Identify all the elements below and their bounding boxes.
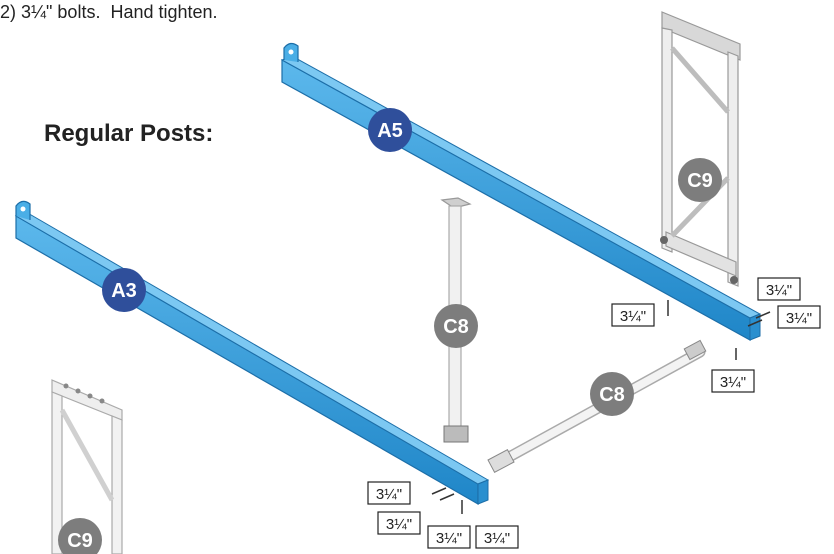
svg-text:3¼": 3¼": [786, 310, 812, 327]
bolt-callout-4: 3¼": [711, 369, 755, 393]
svg-text:A5: A5: [377, 120, 403, 142]
badge-a3: A3: [102, 268, 146, 312]
badge-c8-diagonal: C8: [590, 372, 634, 416]
svg-text:A3: A3: [111, 280, 137, 302]
bolt-hardware: [431, 300, 771, 514]
instruction-text: 2) 3¼" bolts. Hand tighten.: [0, 2, 218, 22]
c9-frame-top: [660, 11, 741, 287]
svg-text:C8: C8: [599, 384, 625, 406]
svg-text:C8: C8: [443, 316, 469, 338]
bolt-callout-5: 3¼": [367, 481, 411, 505]
badge-c9-bottom: C9: [58, 518, 102, 554]
section-heading: Regular Posts:: [44, 120, 214, 147]
svg-text:3¼": 3¼": [386, 516, 412, 533]
svg-text:3¼": 3¼": [436, 530, 462, 547]
c9-frame-bottom: [51, 379, 123, 554]
bolt-callout-2: 3¼": [611, 303, 655, 327]
svg-text:3¼": 3¼": [376, 486, 402, 503]
svg-text:C9: C9: [687, 170, 713, 192]
bolt-callout-3: 3¼": [777, 305, 821, 329]
svg-text:3¼": 3¼": [620, 308, 646, 325]
badge-c9-top: C9: [678, 158, 722, 202]
svg-text:3¼": 3¼": [766, 282, 792, 299]
bolt-callout-7: 3¼": [427, 525, 471, 549]
svg-text:C9: C9: [67, 530, 93, 552]
bolt-callout-8: 3¼": [475, 525, 519, 549]
bolt-callout-6: 3¼": [377, 511, 421, 535]
badge-c8-vertical: C8: [434, 304, 478, 348]
bolt-callout-1: 3¼": [757, 277, 801, 301]
svg-text:3¼": 3¼": [484, 530, 510, 547]
badge-a5: A5: [368, 108, 412, 152]
svg-text:3¼": 3¼": [720, 374, 746, 391]
